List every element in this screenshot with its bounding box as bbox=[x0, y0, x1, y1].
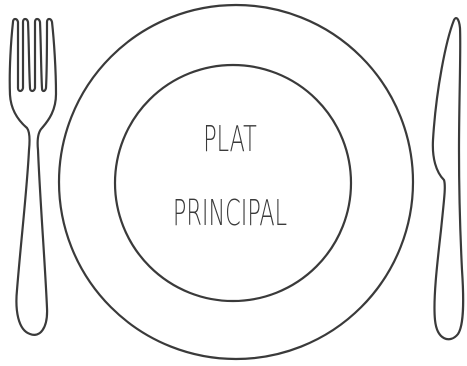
plate-title-line2: PRINCIPAL bbox=[172, 193, 288, 234]
plate-well bbox=[113, 63, 353, 303]
plate-title-line1: PLAT bbox=[203, 119, 257, 160]
fork-icon bbox=[8, 17, 58, 336]
plate-rim bbox=[57, 3, 415, 361]
knife-icon bbox=[431, 17, 465, 341]
